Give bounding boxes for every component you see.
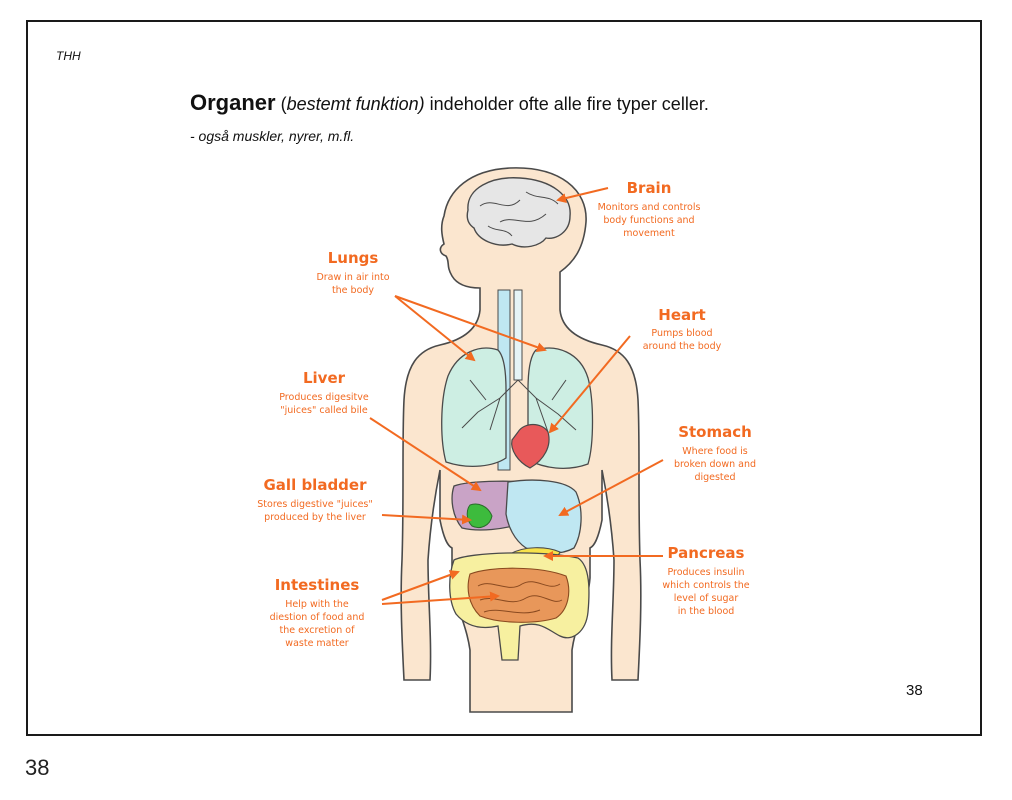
page-number: 38 [25,755,50,780]
author-initials: THH [56,49,81,63]
slide-number: 38 [906,682,923,699]
title-italic: bestemt funktion) [286,94,425,114]
slide: THH Organer (bestemt funktion) indeholde… [26,20,982,736]
title-bold: Organer [190,90,276,115]
title-rest: indeholder ofte alle fire typer celler. [424,94,709,114]
slide-subtitle: - også muskler, nyrer, m.fl. [190,128,355,144]
slide-title: Organer (bestemt funktion) indeholder of… [190,90,709,116]
title-open-paren: ( [275,94,287,114]
